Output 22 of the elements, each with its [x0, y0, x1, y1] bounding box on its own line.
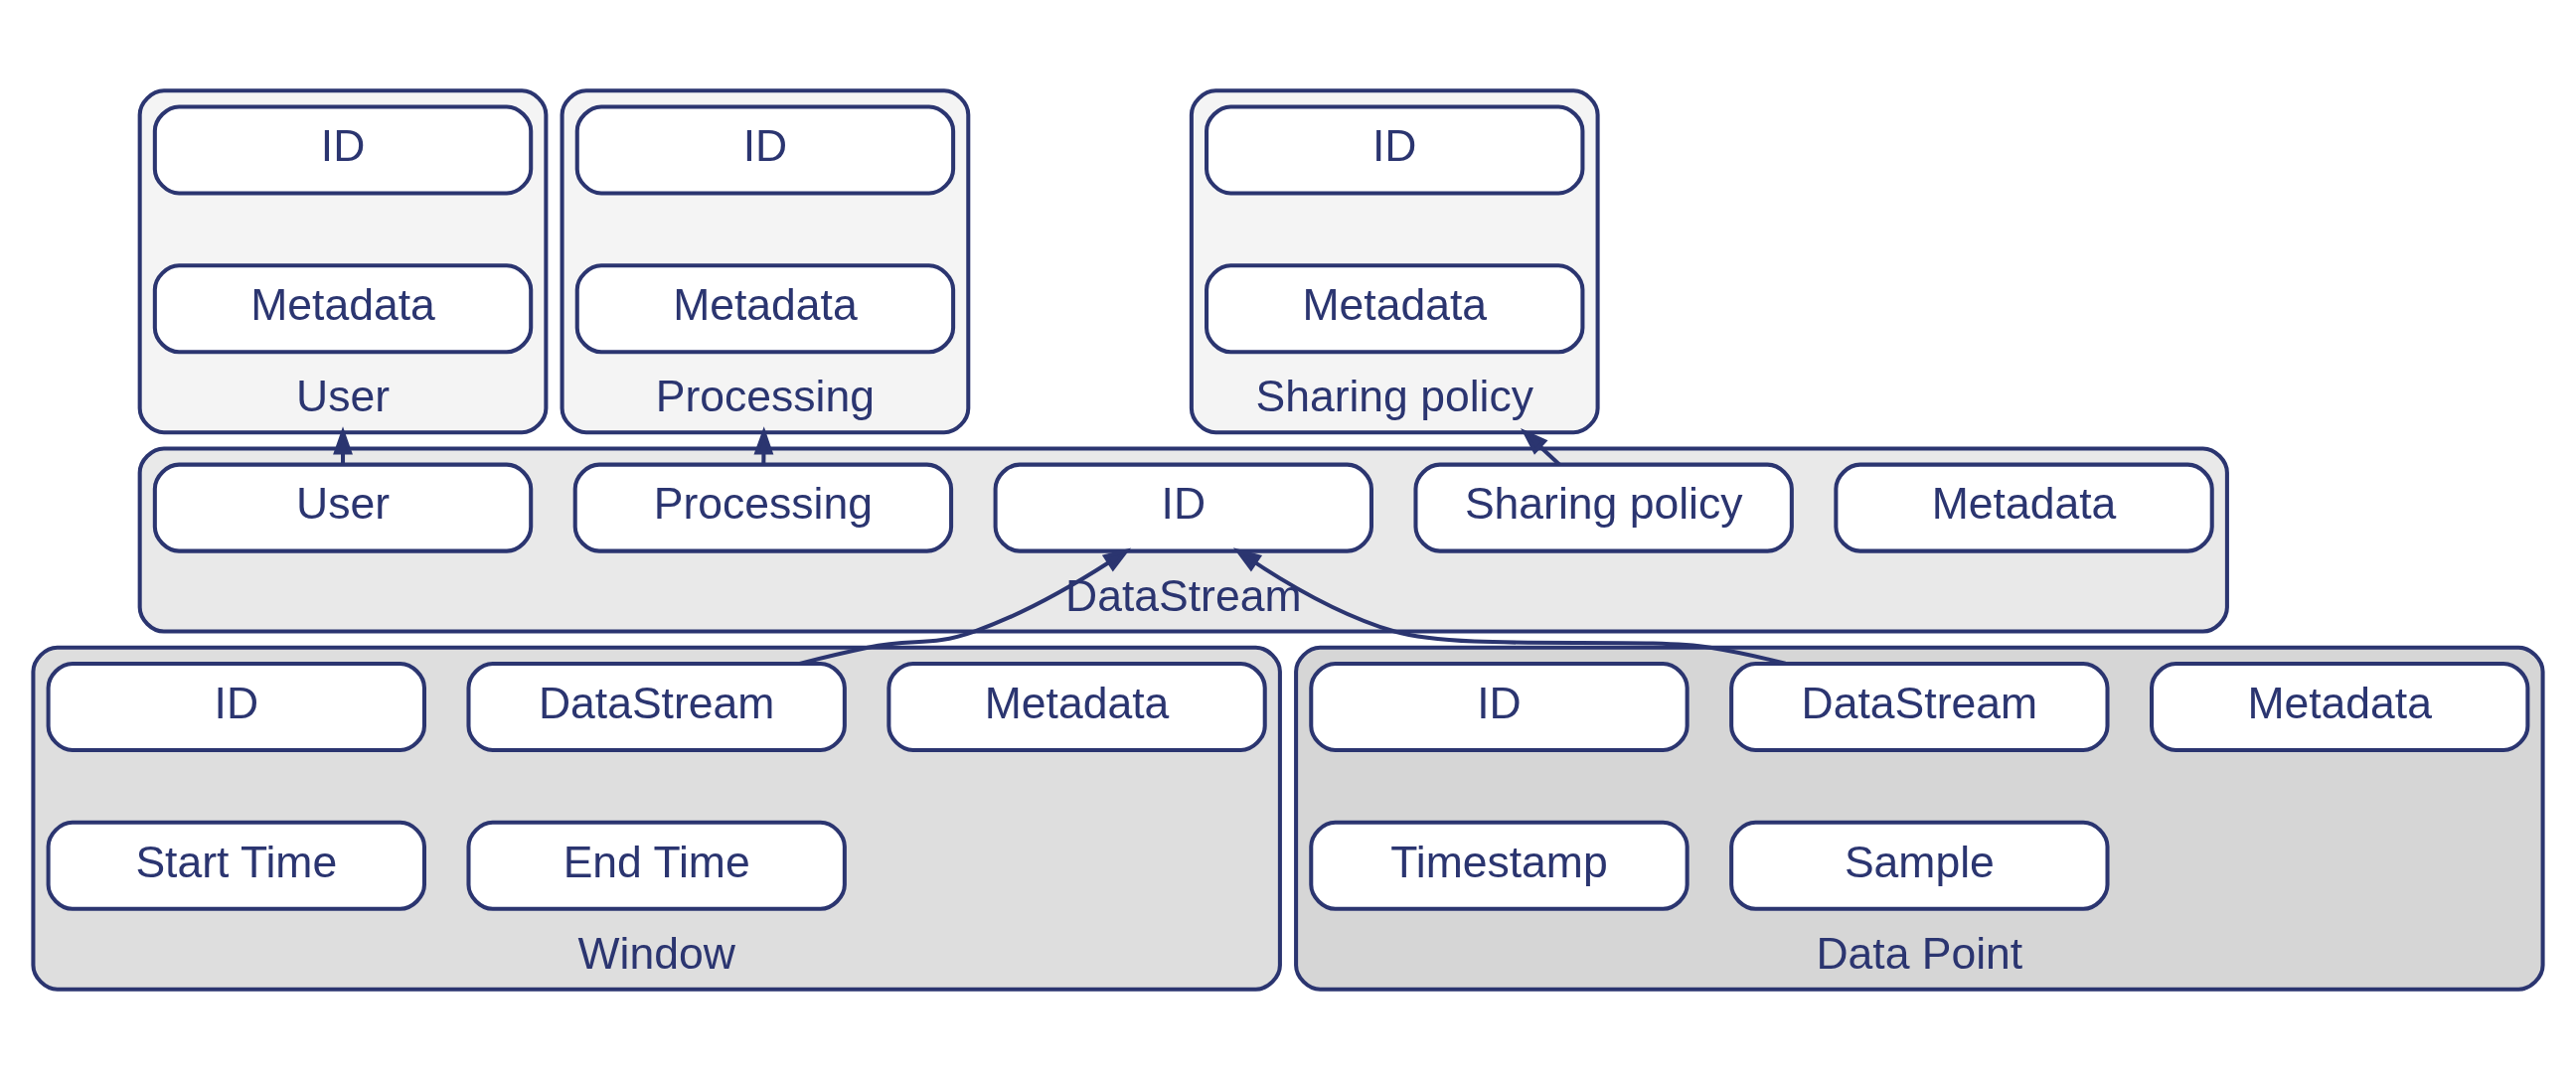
node-box: ID [46, 661, 426, 752]
node-box: ID [993, 462, 1373, 553]
node-box: Metadata [152, 262, 534, 354]
node-box: Start Time [46, 820, 426, 911]
node-box: User [152, 462, 534, 553]
node-box: Metadata [886, 661, 1267, 752]
node-box: Metadata [574, 262, 956, 354]
node-box: ID [574, 103, 956, 195]
node-box: DataStream [466, 661, 847, 752]
node-box: Sample [1729, 820, 2110, 911]
node-box: Metadata [2150, 661, 2530, 752]
node-box: ID [1309, 661, 1690, 752]
node-box: Sharing policy [1413, 462, 1794, 553]
node-box: Timestamp [1309, 820, 1690, 911]
node-box: ID [1205, 103, 1585, 195]
node-box: Metadata [1834, 462, 2214, 553]
node-box: Metadata [1205, 262, 1585, 354]
arrow [1521, 427, 1561, 466]
node-box: ID [152, 103, 534, 195]
node-box: End Time [466, 820, 847, 911]
node-box: Processing [572, 462, 954, 553]
node-box: DataStream [1729, 661, 2110, 752]
